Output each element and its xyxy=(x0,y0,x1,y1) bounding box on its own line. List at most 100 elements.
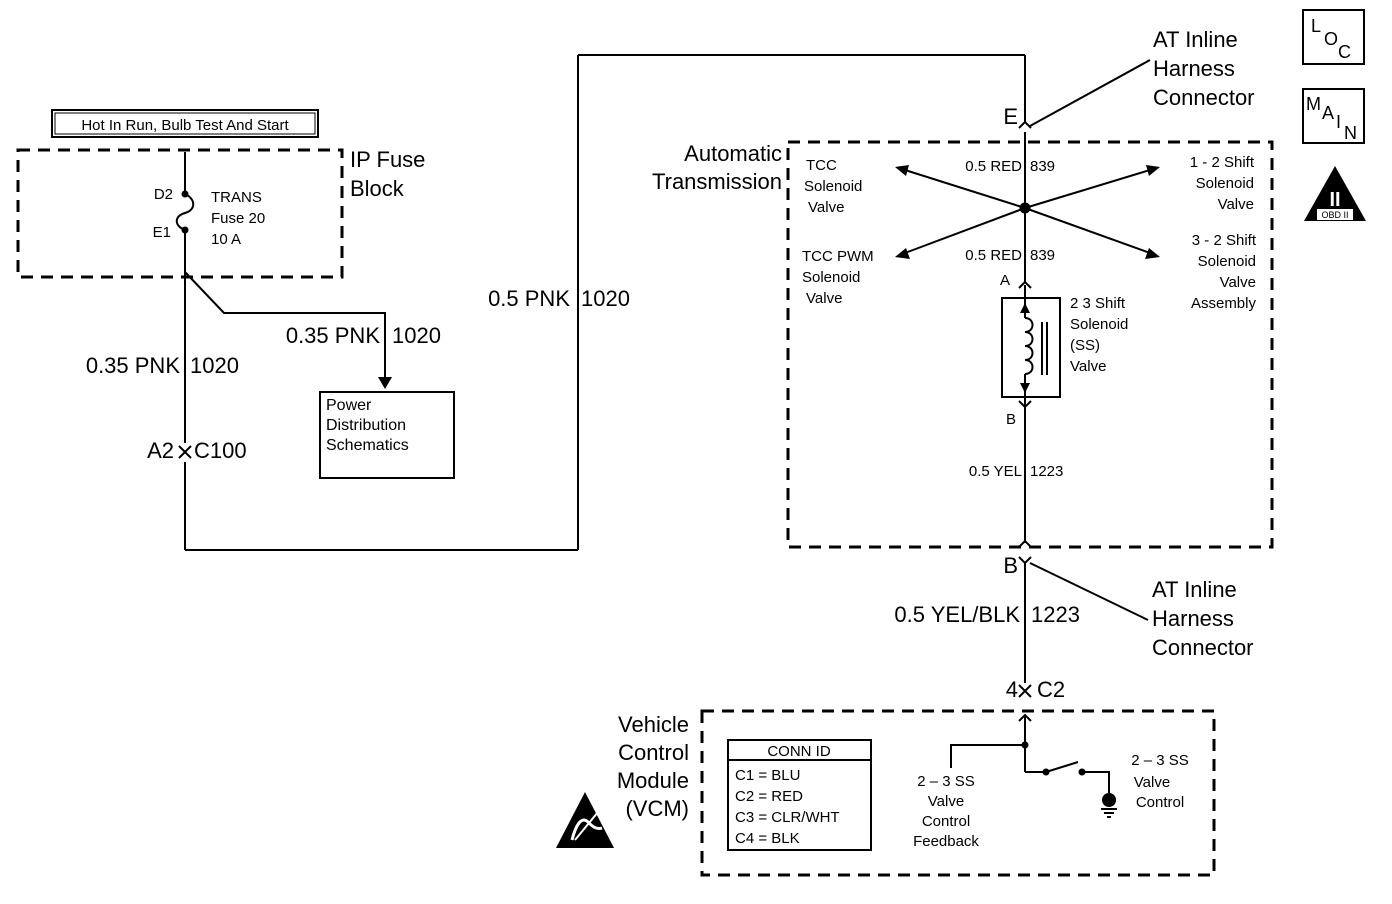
wire-branch-pnk xyxy=(184,271,392,389)
power-distribution-box: Power Distribution Schematics xyxy=(319,391,455,479)
shift23-solenoid-coil: A B 2 3 Shift Solenoid (SS) Valve xyxy=(1000,272,1128,428)
svg-text:Valve: Valve xyxy=(808,199,844,216)
red-bottom-circuit: 839 xyxy=(1030,247,1055,264)
svg-text:Assembly: Assembly xyxy=(1191,295,1257,312)
at-top-label-3: Connector xyxy=(1153,85,1255,110)
at-inline-connector-bottom: B AT Inline Harness Connector xyxy=(1003,553,1253,660)
at-top-label-2: Harness xyxy=(1153,56,1235,81)
red-top-color: 0.5 RED xyxy=(965,158,1022,175)
svg-text:N: N xyxy=(1344,123,1357,143)
shift32-solenoid-label: 3 - 2 Shift Solenoid Valve Assembly xyxy=(1191,232,1257,312)
conn-id-row: C1 = BLU xyxy=(735,767,800,784)
svg-text:A: A xyxy=(1322,103,1334,123)
svg-text:Solenoid: Solenoid xyxy=(1196,175,1254,192)
svg-text:2 3 Shift: 2 3 Shift xyxy=(1070,295,1126,312)
solenoid-pin-a: A xyxy=(1000,272,1010,289)
c2-pin: 4 xyxy=(1006,677,1018,702)
yel-circuit: 1223 xyxy=(1030,463,1063,480)
shift12-solenoid-label: 1 - 2 Shift Solenoid Valve xyxy=(1190,154,1255,213)
svg-text:Control: Control xyxy=(922,813,970,830)
svg-text:TCC: TCC xyxy=(806,157,837,174)
vcm-box xyxy=(700,709,1216,877)
wire-left-pnk xyxy=(184,54,1026,551)
fuse-label-2: Fuse 20 xyxy=(211,210,265,227)
c100-name: C100 xyxy=(194,438,247,463)
yelblk-circuit: 1223 xyxy=(1031,602,1080,627)
svg-text:O: O xyxy=(1324,29,1338,49)
svg-text:Control: Control xyxy=(1136,794,1184,811)
wire-left-circuit: 1020 xyxy=(190,353,239,378)
svg-text:2 – 3 SS: 2 – 3 SS xyxy=(917,773,975,790)
wire-branch-color: 0.35 PNK xyxy=(286,323,380,348)
red-top-circuit: 839 xyxy=(1030,158,1055,175)
svg-text:2 – 3 SS: 2 – 3 SS xyxy=(1131,752,1189,769)
svg-text:Feedback: Feedback xyxy=(913,833,979,850)
c2-name: C2 xyxy=(1037,677,1065,702)
svg-text:Module: Module xyxy=(617,768,689,793)
svg-text:M: M xyxy=(1306,94,1321,114)
svg-text:Valve: Valve xyxy=(1218,196,1254,213)
connector-c2: 4 C2 xyxy=(1006,677,1065,702)
yelblk-color: 0.5 YEL/BLK xyxy=(894,602,1020,627)
conn-id-row: C4 = BLK xyxy=(735,830,800,847)
svg-text:Control: Control xyxy=(618,740,689,765)
feedback-label: 2 – 3 SS Valve Control Feedback xyxy=(913,773,979,850)
main-icon: M A I N xyxy=(1302,88,1365,144)
obd-ii-icon: II OBD II xyxy=(1304,166,1366,221)
esd-warning-icon xyxy=(556,792,614,848)
red-bottom-color: 0.5 RED xyxy=(965,247,1022,264)
ip-fuse-title-2: Block xyxy=(350,176,405,201)
at-bottom-pin: B xyxy=(1003,553,1018,578)
svg-text:1 - 2 Shift: 1 - 2 Shift xyxy=(1190,154,1255,171)
power-dist-1: Power xyxy=(326,397,372,414)
power-dist-2: Distribution xyxy=(326,417,406,434)
fuse-label-3: 10 A xyxy=(211,231,241,248)
wire-left-color: 0.35 PNK xyxy=(86,353,180,378)
at-bottom-label-2: Harness xyxy=(1152,606,1234,631)
svg-text:OBD II: OBD II xyxy=(1321,210,1348,220)
fuse-label-1: TRANS xyxy=(211,189,262,206)
svg-text:Vehicle: Vehicle xyxy=(618,712,689,737)
conn-id-table: CONN ID C1 = BLU C2 = RED C3 = CLR/WHT C… xyxy=(727,739,872,851)
wire-pnk05-color: 0.5 PNK xyxy=(488,286,570,311)
vcm-title: Vehicle Control Module (VCM) xyxy=(617,712,689,821)
wire-pnk05-circuit: 1020 xyxy=(581,286,630,311)
auto-trans-1: Automatic xyxy=(684,141,782,166)
svg-text:(VCM): (VCM) xyxy=(625,796,689,821)
svg-text:Solenoid: Solenoid xyxy=(1198,253,1256,270)
fuse-pin-d2: D2 xyxy=(154,186,173,203)
c100-pin: A2 xyxy=(147,438,174,463)
at-top-label-1: AT Inline xyxy=(1153,27,1238,52)
header-label-box: Hot In Run, Bulb Test And Start xyxy=(51,109,319,138)
svg-text:Valve: Valve xyxy=(1134,774,1170,791)
at-inline-connector-top: E AT Inline Harness Connector xyxy=(1003,27,1254,129)
svg-text:L: L xyxy=(1311,16,1321,36)
power-dist-3: Schematics xyxy=(326,437,409,454)
svg-text:Solenoid: Solenoid xyxy=(804,178,862,195)
control-label: 2 – 3 SS Valve Control xyxy=(1131,752,1189,811)
svg-text:Solenoid: Solenoid xyxy=(1070,316,1128,333)
auto-trans-2: Transmission xyxy=(652,169,782,194)
header-label: Hot In Run, Bulb Test And Start xyxy=(81,117,289,134)
svg-text:I: I xyxy=(1336,112,1341,132)
svg-text:TCC PWM: TCC PWM xyxy=(802,248,874,265)
at-top-pin: E xyxy=(1003,104,1018,129)
svg-text:Valve: Valve xyxy=(806,290,842,307)
fuse-pin-e1: E1 xyxy=(153,224,171,241)
vcm-internal-circuit xyxy=(950,713,1117,818)
ip-fuse-block: IP Fuse Block D2 E1 TRANS Fuse 20 10 A xyxy=(16,147,425,279)
at-bottom-label-1: AT Inline xyxy=(1152,577,1237,602)
loc-icon: L O C xyxy=(1302,9,1365,65)
svg-text:Valve: Valve xyxy=(1220,274,1256,291)
svg-text:Solenoid: Solenoid xyxy=(802,269,860,286)
svg-text:Valve: Valve xyxy=(1070,358,1106,375)
conn-id-title: CONN ID xyxy=(767,743,831,760)
tcc-solenoid-label: TCC Solenoid Valve xyxy=(804,157,862,216)
conn-id-row: C2 = RED xyxy=(735,788,803,805)
solenoid-arrows xyxy=(895,165,1160,259)
svg-text:3 - 2 Shift: 3 - 2 Shift xyxy=(1192,232,1257,249)
ip-fuse-title-1: IP Fuse xyxy=(350,147,425,172)
wire-branch-circuit: 1020 xyxy=(392,323,441,348)
svg-text:(SS): (SS) xyxy=(1070,337,1100,354)
